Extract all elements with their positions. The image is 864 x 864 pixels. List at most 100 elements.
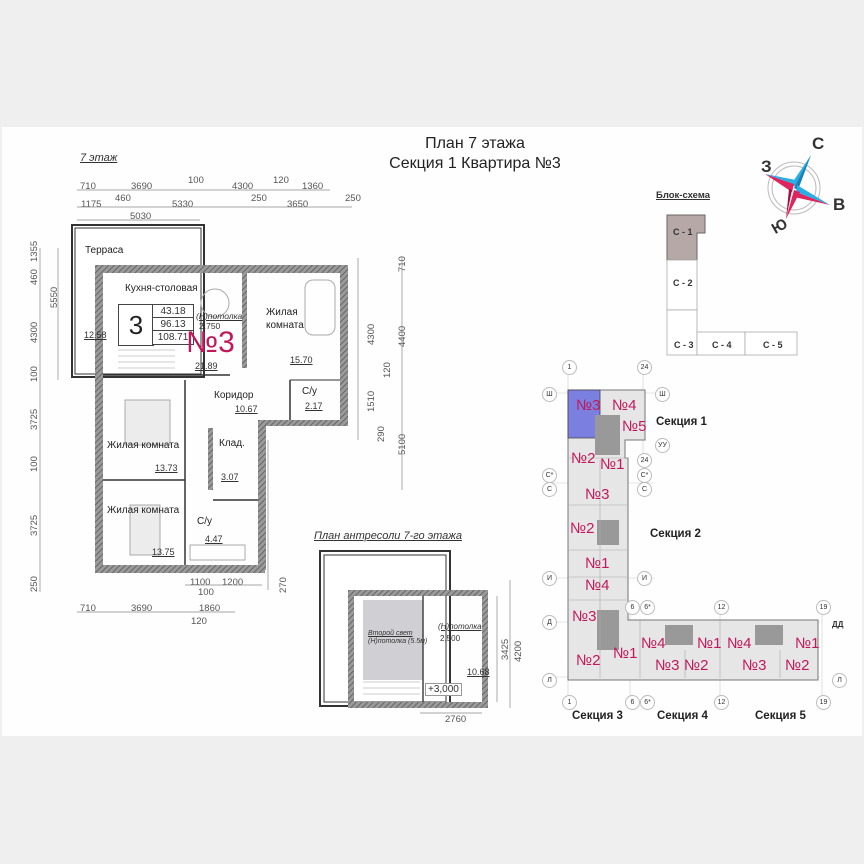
axis-marker: 19: [816, 695, 831, 710]
room-storage-label: Клад.: [219, 438, 245, 449]
axis-marker: Л: [832, 673, 847, 688]
compass-west: З: [761, 157, 772, 176]
dim-bottom: 710: [80, 603, 96, 614]
dim-bottom: 1100: [190, 577, 211, 588]
dim-bottom: 1200: [222, 577, 244, 588]
room-wc2-label: С/у: [197, 516, 212, 527]
room-storage-area: 3.07: [221, 472, 239, 482]
dim-top: 710: [80, 181, 96, 192]
rooms-count: 3: [128, 310, 144, 340]
axis-marker: УУ: [655, 438, 670, 453]
apartment-s4-4[interactable]: №4: [641, 635, 666, 652]
apartment-s3-2[interactable]: №2: [576, 652, 601, 669]
axis-marker: 1: [562, 360, 577, 375]
axis-marker: ДД: [832, 620, 844, 629]
apartment-number: №3: [186, 326, 235, 359]
apartment-s2-2[interactable]: №2: [570, 520, 595, 537]
dim-top: 3690: [131, 181, 153, 192]
apartment-s3-1[interactable]: №1: [613, 645, 638, 662]
second-light-label: Второй свет: [368, 630, 413, 637]
floor-label: 7 этаж: [80, 152, 118, 164]
axis-marker: 19: [816, 600, 831, 615]
axis-marker: С*: [637, 468, 652, 483]
level-mark: +3,000: [425, 683, 462, 696]
apartment-s4-2[interactable]: №2: [684, 657, 709, 674]
total-area-with-terrace: 108.71: [152, 330, 194, 345]
room-living2-area: 13.73: [155, 463, 178, 473]
section-4-label: Секция 4: [657, 710, 708, 722]
axis-marker: С: [637, 482, 652, 497]
axis-marker: Д: [542, 615, 557, 630]
dim-top: 1175: [81, 199, 102, 210]
dim-bottom: 1860: [199, 603, 221, 614]
axis-marker: 6*: [640, 600, 655, 615]
room-wc2-area: 4.47: [205, 534, 223, 544]
room-terrace-area: 12.58: [84, 330, 107, 340]
room-wc1-area: 2.17: [305, 401, 323, 411]
block-section-4: С - 4: [712, 340, 732, 350]
room-living3-area: 13.75: [152, 547, 175, 557]
room-wc1-label: С/у: [302, 386, 317, 397]
ceiling-height-value: 2.750: [199, 321, 221, 331]
axis-marker: 6: [625, 695, 640, 710]
dim-top: 250: [345, 193, 361, 204]
ceiling-height-label: (Н)потолка: [196, 311, 243, 321]
apartment-s1-5[interactable]: №5: [622, 418, 647, 435]
mezzanine-ceiling-value: 2,500: [440, 634, 461, 643]
room-corridor-area: 10.67: [235, 404, 258, 414]
axis-marker: И: [637, 571, 652, 586]
apartment-s4-1[interactable]: №1: [697, 635, 722, 652]
axis-marker: Ш: [655, 387, 670, 402]
dim-top: 250: [251, 193, 267, 204]
dim-top: 3650: [287, 199, 309, 210]
dim-bottom: 100: [198, 587, 214, 598]
mezzanine-title: План антресоли 7-го этажа: [314, 530, 462, 542]
block-section-3: С - 3: [674, 340, 694, 350]
apartment-s5-3[interactable]: №3: [742, 657, 767, 674]
axis-marker: 24: [637, 360, 652, 375]
section-1-label: Секция 1: [656, 416, 707, 428]
dim-top: 5030: [130, 211, 152, 222]
mezzanine-ceiling-label: (Н)потолка: [438, 622, 482, 631]
axis-marker: 6*: [640, 695, 655, 710]
apartment-s5-2[interactable]: №2: [785, 657, 810, 674]
mezzanine-dim-width: 2760: [445, 714, 467, 725]
apartment-s2-4[interactable]: №4: [585, 577, 610, 594]
room-living1-label: Жилая комната: [266, 307, 304, 331]
apartment-s1-3[interactable]: №3: [576, 397, 601, 414]
apartment-s2-1[interactable]: №1: [585, 555, 610, 572]
apartment-s2-3[interactable]: №3: [585, 486, 610, 503]
axis-marker: Ш: [542, 387, 557, 402]
axis-marker: 6: [625, 600, 640, 615]
block-section-5: С - 5: [763, 340, 783, 350]
section-5-label: Секция 5: [755, 710, 806, 722]
apartment-s3-3[interactable]: №3: [572, 608, 597, 625]
block-section-1: С - 1: [673, 227, 693, 237]
second-light-ceiling: (Н)потолка (5.5м): [368, 638, 428, 645]
dim-top: 1360: [302, 181, 324, 192]
section-3-label: Секция 3: [572, 710, 623, 722]
apartment-s1-2[interactable]: №2: [571, 450, 596, 467]
dim-top: 460: [115, 193, 131, 204]
apartment-s5-1[interactable]: №1: [795, 635, 820, 652]
room-kitchen-area: 21.89: [195, 361, 218, 371]
axis-marker: С*: [542, 468, 557, 483]
dim-top: 5330: [172, 199, 194, 210]
room-corridor-label: Коридор: [214, 390, 254, 401]
block-scheme-title: Блок-схема: [656, 190, 711, 201]
apartment-s1-1[interactable]: №1: [600, 456, 625, 473]
plan-title: План 7 этажа: [425, 135, 525, 152]
block-section-2: С - 2: [673, 278, 693, 288]
apartment-s4-3[interactable]: №3: [655, 657, 680, 674]
apartment-s5-4[interactable]: №4: [727, 635, 752, 652]
dim-bottom: 3690: [131, 603, 153, 614]
axis-marker: 12: [714, 695, 729, 710]
apartment-s1-4[interactable]: №4: [612, 397, 637, 414]
axis-marker: 24: [637, 453, 652, 468]
dim-top: 100: [188, 175, 204, 186]
room-kitchen-label: Кухня-столовая: [125, 283, 198, 294]
